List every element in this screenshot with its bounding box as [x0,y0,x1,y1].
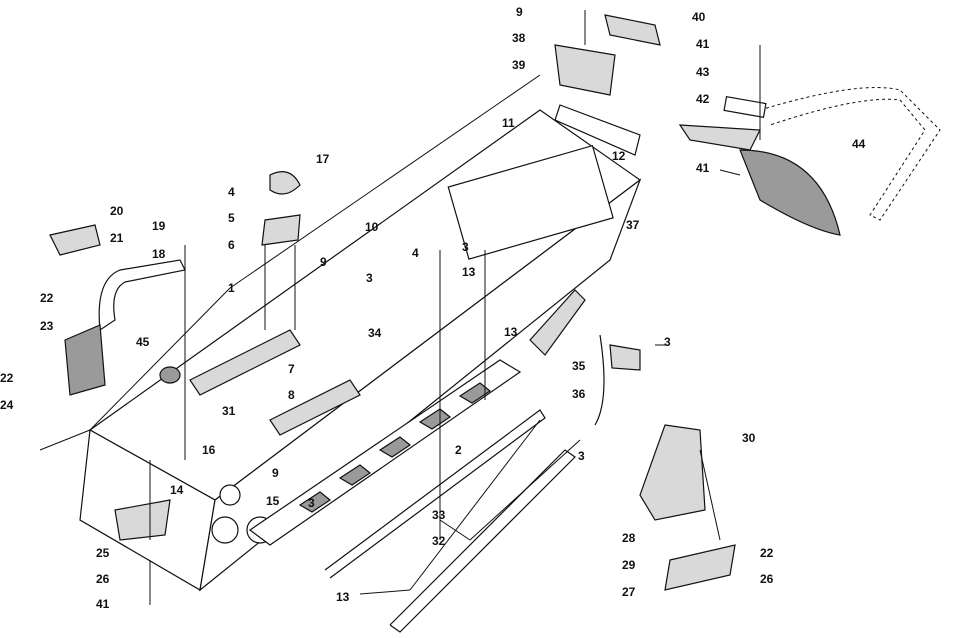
callout-17: 17 [316,152,330,166]
callout-15: 15 [266,494,280,508]
callout-6: 6 [228,238,235,252]
callout-20: 20 [110,204,124,218]
grab-handle [554,14,661,156]
callout-27: 27 [622,585,636,599]
callout-11: 11 [502,116,515,130]
rear-bumper [678,87,941,236]
callout-30: 30 [742,431,756,445]
callout-45: 45 [136,335,150,349]
callout-33: 33 [432,508,446,522]
callout-3e: 3 [578,449,585,463]
callout-3c: 3 [664,335,671,349]
callout-29: 29 [622,558,636,572]
callout-22a: 22 [40,291,54,305]
callout-34: 34 [368,326,382,340]
callout-43: 43 [696,65,710,79]
callout-32: 32 [432,534,446,548]
left-hardware [49,171,301,396]
callout-2: 2 [455,443,462,457]
callout-16: 16 [202,443,216,457]
callout-41a: 41 [696,37,710,51]
callout-3a: 3 [366,271,373,285]
callout-19: 19 [152,219,166,233]
callout-1: 1 [228,281,235,295]
footrest-bracket [114,289,736,591]
callout-labels: 1 2 3 3 3 3 3 4 4 5 6 7 8 9 9 9 10 11 12… [0,5,866,611]
callout-12: 12 [612,149,626,163]
callout-42: 42 [696,92,710,106]
callout-38: 38 [512,31,526,45]
callout-28: 28 [622,531,636,545]
callout-13a: 13 [462,265,476,279]
callout-35: 35 [572,359,586,373]
callout-3b: 3 [462,240,469,254]
callout-13b: 13 [504,325,518,339]
callout-23: 23 [40,319,54,333]
callout-14: 14 [170,483,184,497]
callout-22c: 22 [760,546,774,560]
callout-41c: 41 [96,597,110,611]
callout-13c: 13 [336,590,350,604]
callout-9c: 9 [272,466,279,480]
callout-26a: 26 [96,572,110,586]
callout-36: 36 [572,387,586,401]
callout-41b: 41 [696,161,710,175]
callout-37: 37 [626,218,640,232]
callout-22b: 22 [0,371,14,385]
callout-9a: 9 [516,5,523,19]
callout-7: 7 [288,362,295,376]
callout-18: 18 [152,247,166,261]
callout-40: 40 [692,10,706,24]
callout-5: 5 [228,211,235,225]
tunnel-assembly [79,109,642,592]
callout-8: 8 [288,388,295,402]
callout-10: 10 [365,220,379,234]
callout-3d: 3 [308,496,315,510]
rod [389,449,576,633]
callout-26b: 26 [760,572,774,586]
callout-21: 21 [110,231,124,245]
callout-31: 31 [222,404,236,418]
callout-25: 25 [96,546,110,560]
callout-24: 24 [0,398,14,412]
callout-44: 44 [852,137,866,151]
callout-4a: 4 [228,185,235,199]
leader-lines [39,10,761,605]
callout-39: 39 [512,58,526,72]
callout-9b: 9 [320,255,327,269]
running-board [248,359,546,579]
callout-4b: 4 [412,246,419,260]
